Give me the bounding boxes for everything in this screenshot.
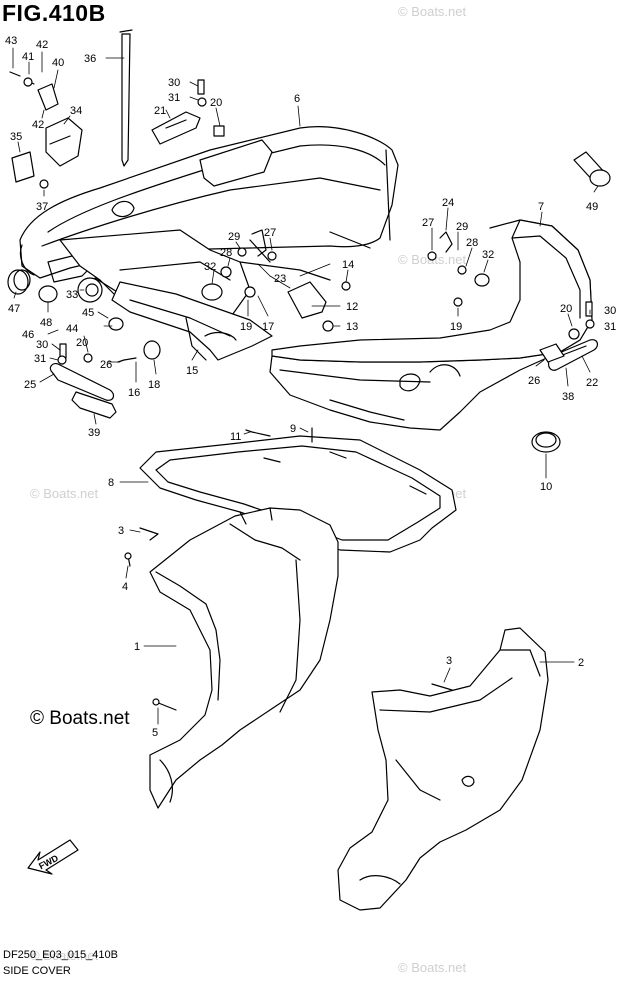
callout: 33 — [66, 289, 78, 301]
callout: 20 — [76, 337, 88, 349]
callout-labels: 43 42 41 40 36 42 34 35 37 30 31 20 21 6… — [5, 35, 616, 739]
callout: 12 — [346, 301, 358, 313]
callout: 34 — [70, 105, 82, 117]
fwd-arrow — [27, 839, 79, 875]
callout: 2 — [578, 657, 584, 669]
clip-40 — [37, 83, 59, 111]
leader-lines — [12, 47, 599, 725]
watermark: © Boats.net — [30, 486, 99, 501]
callout: 39 — [88, 427, 100, 439]
callout: 35 — [10, 131, 22, 143]
latch-21 — [151, 111, 201, 145]
callout: 45 — [82, 307, 94, 319]
callout: 41 — [22, 51, 34, 63]
diagram-subtitle: SIDE COVER — [3, 965, 71, 977]
callout: 44 — [66, 323, 78, 335]
callout: 25 — [24, 379, 36, 391]
callout: 28 — [466, 237, 478, 249]
callout: 49 — [586, 201, 598, 213]
callout: 16 — [128, 387, 140, 399]
callout: 30 — [36, 339, 48, 351]
clamp-33 — [77, 277, 103, 303]
callout: 18 — [148, 379, 160, 391]
lower-cover-1 — [149, 507, 339, 809]
grommet-47 — [7, 269, 31, 295]
callout: 30 — [168, 77, 180, 89]
callout: 19 — [240, 321, 252, 333]
callout: 24 — [442, 197, 454, 209]
plug-10 — [531, 431, 561, 453]
callout: 19 — [450, 321, 462, 333]
callout: 1 — [134, 641, 140, 653]
callout: 7 — [538, 201, 544, 213]
callout: 31 — [168, 92, 180, 104]
callout: 8 — [108, 477, 114, 489]
callout: 32 — [482, 249, 494, 261]
callout: 31 — [34, 353, 46, 365]
callout: 26 — [528, 375, 540, 387]
callout: 9 — [290, 423, 296, 435]
callout: 15 — [186, 365, 198, 377]
callout: 14 — [342, 259, 354, 271]
watermark: © Boats.net — [398, 960, 467, 975]
callout: 40 — [52, 57, 64, 69]
lower-bracket-15 — [111, 281, 273, 361]
callout: 22 — [586, 377, 598, 389]
callout: 27 — [422, 217, 434, 229]
watermark: © Boats.net — [398, 4, 467, 19]
seal-8 — [139, 435, 457, 553]
figure-title: FIG.410B — [2, 0, 106, 26]
callout: 28 — [220, 247, 232, 259]
grommet-49 — [573, 151, 611, 187]
callout: 17 — [262, 321, 274, 333]
callout: 48 — [40, 317, 52, 329]
callout: 32 — [204, 261, 216, 273]
callout: 38 — [562, 391, 574, 403]
lower-cover-2 — [337, 627, 549, 911]
callout: 37 — [36, 201, 48, 213]
callout: 13 — [346, 321, 358, 333]
callout: 42 — [32, 119, 44, 131]
callout: 29 — [228, 231, 240, 243]
upper-side-cover-6 — [19, 126, 399, 333]
callout: 31 — [604, 321, 616, 333]
callout: 29 — [456, 221, 468, 233]
bracket-34 — [45, 117, 83, 167]
bracket-12 — [287, 281, 327, 319]
callout: 3 — [118, 525, 124, 537]
callout: 5 — [152, 727, 158, 739]
trim-22 — [547, 339, 599, 371]
watermark-main: © Boats.net — [30, 708, 130, 729]
callout: 20 — [210, 97, 222, 109]
latch-24 — [439, 231, 453, 253]
callout: 21 — [154, 105, 166, 117]
callout: 4 — [122, 581, 128, 593]
strap-36 — [119, 29, 133, 167]
callout: 10 — [540, 481, 552, 493]
pad-35 — [11, 151, 35, 183]
right-side-cover-7 — [269, 219, 593, 431]
callout: 3 — [446, 655, 452, 667]
watermark: © Boats.net — [30, 948, 99, 963]
callout: 6 — [294, 93, 300, 105]
latch-26 — [539, 343, 565, 363]
callout: 23 — [274, 273, 286, 285]
callout: 43 — [5, 35, 17, 47]
callout: 27 — [264, 227, 276, 239]
callout: 46 — [22, 329, 34, 341]
callout: 26 — [100, 359, 112, 371]
cap-48 — [38, 285, 58, 303]
callout: 20 — [560, 303, 572, 315]
callout: 47 — [8, 303, 20, 315]
trim-25 — [49, 363, 117, 419]
diagram-code: DF250_E03_015_410B — [3, 949, 118, 961]
callout: 11 — [230, 431, 241, 443]
callout: 42 — [36, 39, 48, 51]
callout: 36 — [84, 53, 96, 65]
latch-29 — [251, 229, 267, 257]
callout: 30 — [604, 305, 616, 317]
